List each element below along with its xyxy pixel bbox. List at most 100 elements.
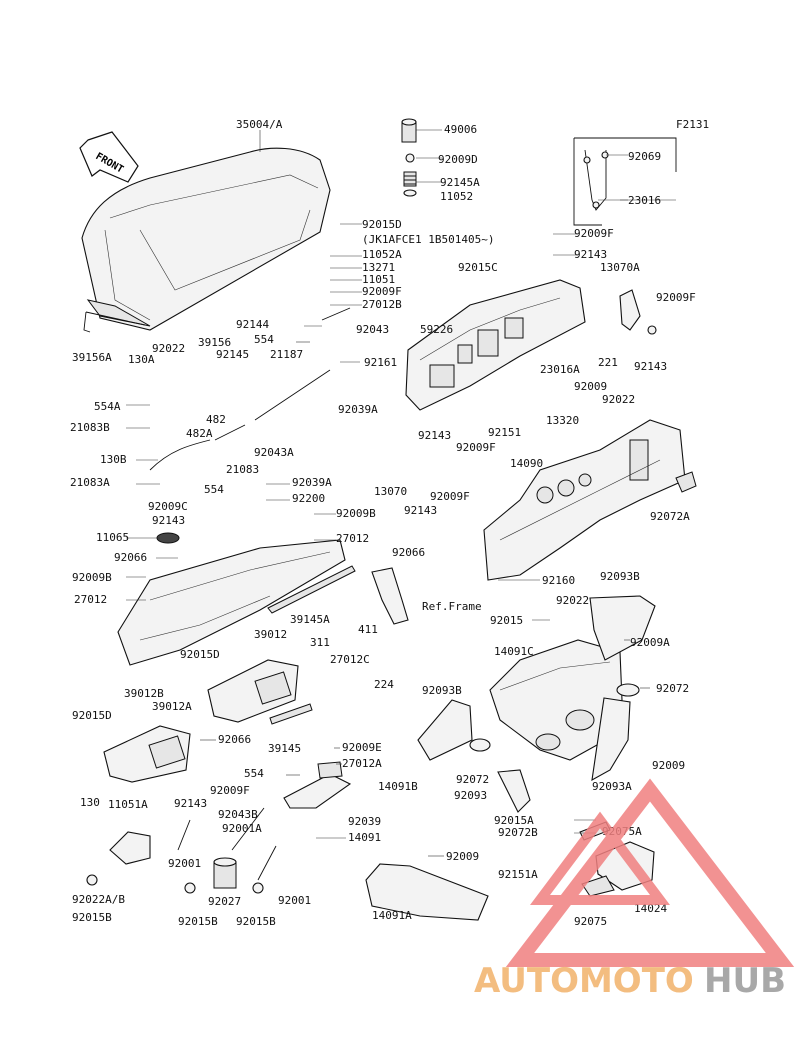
callout-21083: 21083 bbox=[226, 463, 259, 476]
callout-92001a: 92001A bbox=[222, 822, 262, 835]
callout-92066-b: 92066 bbox=[392, 546, 425, 559]
callout-39012b: 39012B bbox=[124, 687, 164, 700]
callout-92009-a: 92009 bbox=[574, 380, 607, 393]
callout-92009-c: 92009 bbox=[446, 850, 479, 863]
callout-92069: 92069 bbox=[628, 150, 661, 163]
callout-92015a: 92015A bbox=[494, 814, 534, 827]
dashboard-panel-part bbox=[405, 279, 586, 411]
callout-14091a: 14091A bbox=[372, 909, 412, 922]
callout-92009b-b: 92009B bbox=[72, 571, 112, 584]
callout-92151a: 92151A bbox=[498, 868, 538, 881]
callout-27012b: 27012B bbox=[362, 298, 402, 311]
front-arrow-icon: FRONT bbox=[79, 131, 139, 183]
callout-23016a: 23016A bbox=[540, 363, 580, 376]
callout-27012c: 27012C bbox=[330, 653, 370, 666]
callout-92009f-c: 92009F bbox=[656, 291, 696, 304]
callout-92009f-b: 92009F bbox=[362, 285, 402, 298]
callout-ref-frame: Ref.Frame bbox=[422, 600, 482, 613]
callout-27012a: 27012A bbox=[342, 757, 382, 770]
callout-27012-a: 27012 bbox=[336, 532, 369, 545]
callout-92009-b: 92009 bbox=[652, 759, 685, 772]
callout-14091c: 14091C bbox=[494, 645, 534, 658]
callout-92093: 92093 bbox=[454, 789, 487, 802]
callout-92093a: 92093A bbox=[592, 780, 632, 793]
callout-92143-a: 92143 bbox=[574, 248, 607, 261]
callout-92015b-b: 92015B bbox=[178, 915, 218, 928]
callout-92009a: 92009A bbox=[630, 636, 670, 649]
callout-11051a: 11051A bbox=[108, 798, 148, 811]
callout-92143-f: 92143 bbox=[174, 797, 207, 810]
spring-parts bbox=[401, 118, 417, 197]
callout-92009f-a: 92009F bbox=[574, 227, 614, 240]
watermark-logo: AUTOMOTO HUB bbox=[474, 778, 795, 1001]
cargo-cover-part bbox=[81, 147, 331, 331]
callout-92015c: 92015C bbox=[458, 261, 498, 274]
callout-23016: 23016 bbox=[628, 194, 661, 207]
callout-92039a: 92039A bbox=[338, 403, 378, 416]
callout-92072-b: 92072 bbox=[456, 773, 489, 786]
callout-92022-b: 92022 bbox=[602, 393, 635, 406]
wire-harness-part bbox=[573, 137, 677, 226]
callout-13271: 13271 bbox=[362, 261, 395, 274]
callout-482a: 482A bbox=[186, 427, 213, 440]
callout-92009f-e: 92009F bbox=[430, 490, 470, 503]
callout-35004-a: 35004/A bbox=[236, 118, 283, 131]
callout-92143-d: 92143 bbox=[404, 504, 437, 517]
callout-92009b-a: 92009B bbox=[336, 507, 376, 520]
callout-92072b: 92072B bbox=[498, 826, 538, 839]
callout-11065: 11065 bbox=[96, 531, 129, 544]
callout-39156a: 39156A bbox=[72, 351, 112, 364]
callout-92145a: 92145A bbox=[440, 176, 480, 189]
instrument-panel-part bbox=[483, 419, 686, 581]
callout-92200: 92200 bbox=[292, 492, 325, 505]
callout-92066-c: 92066 bbox=[218, 733, 251, 746]
callout-39156: 39156 bbox=[198, 336, 231, 349]
callout-serial-note: (JK1AFCE1 1B501405~) bbox=[362, 233, 494, 246]
callout-39145a: 39145A bbox=[290, 613, 330, 626]
callout-13070: 13070 bbox=[374, 485, 407, 498]
callout-92015d-c: 92015D bbox=[72, 709, 112, 722]
callout-11052a: 11052A bbox=[362, 248, 402, 261]
callout-92161: 92161 bbox=[364, 356, 397, 369]
callout-39012: 39012 bbox=[254, 628, 287, 641]
callout-92043: 92043 bbox=[356, 323, 389, 336]
callout-224: 224 bbox=[374, 678, 394, 691]
callout-92015b-a: 92015B bbox=[72, 911, 112, 924]
callout-92009c: 92009C bbox=[148, 500, 188, 513]
callout-92145: 92145 bbox=[216, 348, 249, 361]
callout-311: 311 bbox=[310, 636, 330, 649]
leader-lines bbox=[126, 129, 676, 857]
callout-92072a: 92072A bbox=[650, 510, 690, 523]
callout-554-c: 554 bbox=[244, 767, 264, 780]
callout-92009f-f: 92009F bbox=[210, 784, 250, 797]
callout-59226: 59226 bbox=[420, 323, 453, 336]
callout-39145: 39145 bbox=[268, 742, 301, 755]
callout-92075: 92075 bbox=[574, 915, 607, 928]
callout-92015b-c: 92015B bbox=[236, 915, 276, 928]
watermark-text-2: HUB bbox=[704, 961, 786, 1001]
callout-11052: 11052 bbox=[440, 190, 473, 203]
callout-130a: 130A bbox=[128, 353, 155, 366]
callout-130: 130 bbox=[80, 796, 100, 809]
callout-21083a: 21083A bbox=[70, 476, 110, 489]
callout-92066-a: 92066 bbox=[114, 551, 147, 564]
callout-92022ab: 92022A/B bbox=[72, 893, 125, 906]
callout-11051: 11051 bbox=[362, 273, 395, 286]
callout-92009d: 92009D bbox=[438, 153, 478, 166]
callout-411: 411 bbox=[358, 623, 378, 636]
callout-130b: 130B bbox=[100, 453, 127, 466]
spacer-part bbox=[213, 857, 237, 889]
callout-labels: 35004/A 49006 92069 92009D 92145A 11052 … bbox=[70, 118, 696, 928]
callout-92143-b: 92143 bbox=[634, 360, 667, 373]
callout-39012a: 39012A bbox=[152, 700, 192, 713]
callout-221: 221 bbox=[598, 356, 618, 369]
callout-92015d-b: 92015D bbox=[180, 648, 220, 661]
callout-554a: 554A bbox=[94, 400, 121, 413]
callout-13070a: 13070A bbox=[600, 261, 640, 274]
callout-14024: 14024 bbox=[634, 902, 667, 915]
callout-13320: 13320 bbox=[546, 414, 579, 427]
callout-92001-b: 92001 bbox=[278, 894, 311, 907]
callout-92151: 92151 bbox=[488, 426, 521, 439]
callout-14091b: 14091B bbox=[378, 780, 418, 793]
